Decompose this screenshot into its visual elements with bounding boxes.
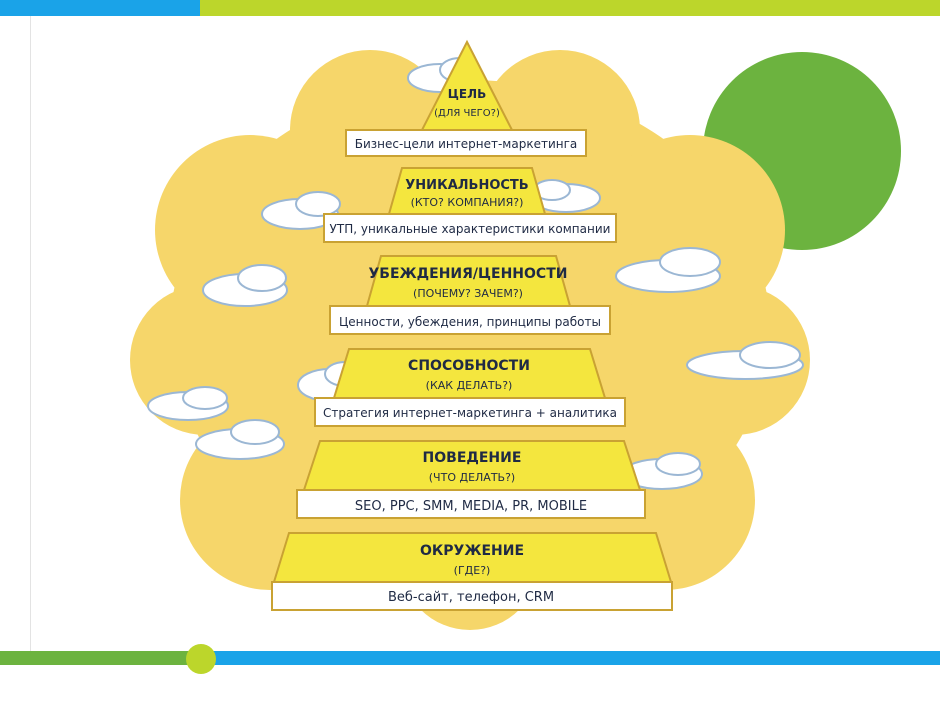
pyramid-level-1: ЦЕЛЬ (ДЛЯ ЧЕГО?) Бизнес-цели интернет-ма… <box>345 39 587 157</box>
level-title: ЦЕЛЬ <box>448 87 486 101</box>
cloud-2 <box>261 191 341 230</box>
cloud-7 <box>147 386 229 421</box>
level-subtitle: (ГДЕ?) <box>454 564 491 577</box>
bottom-green-bar <box>0 651 200 665</box>
top-blue-bar <box>0 0 200 16</box>
cloud-4 <box>202 264 288 307</box>
level-subtitle: (КАК ДЕЛАТЬ?) <box>426 379 513 392</box>
bottom-lime-dot <box>186 644 216 674</box>
level-description: Бизнес-цели интернет-маркетинга <box>355 137 578 151</box>
white-clouds <box>147 57 804 490</box>
pyramid-level-4: СПОСОБНОСТИ (КАК ДЕЛАТЬ?) Стратегия инте… <box>314 348 626 427</box>
level-subtitle: (ДЛЯ ЧЕГО?) <box>434 108 500 119</box>
level-description: Стратегия интернет-маркетинга + аналитик… <box>323 406 617 420</box>
cloud-6 <box>686 341 804 380</box>
top-green-bar <box>200 0 940 16</box>
level-title: ПОВЕДЕНИЕ <box>423 450 522 466</box>
pyramid-level-5: ПОВЕДЕНИЕ (ЧТО ДЕЛАТЬ?) SEO, PPC, SMM, M… <box>296 440 646 519</box>
pyramid-level-6: ОКРУЖЕНИЕ (ГДЕ?) Веб-сайт, телефон, CRM <box>271 532 673 611</box>
level-title: ОКРУЖЕНИЕ <box>420 543 524 559</box>
level-description: Веб-сайт, телефон, CRM <box>388 590 554 605</box>
cloud-3 <box>531 179 601 213</box>
level-subtitle: (КТО? КОМПАНИЯ?) <box>411 196 524 209</box>
level-subtitle: (ПОЧЕМУ? ЗАЧЕМ?) <box>413 287 523 300</box>
pyramid-level-3: УБЕЖДЕНИЯ/ЦЕННОСТИ (ПОЧЕМУ? ЗАЧЕМ?) Ценн… <box>329 255 611 335</box>
level-description: УТП, уникальные характеристики компании <box>330 222 611 236</box>
level-description: Ценности, убеждения, принципы работы <box>339 315 601 329</box>
level-description: SEO, PPC, SMM, MEDIA, PR, MOBILE <box>355 499 587 514</box>
level-subtitle: (ЧТО ДЕЛАТЬ?) <box>429 471 515 484</box>
pyramid-level-2: УНИКАЛЬНОСТЬ (КТО? КОМПАНИЯ?) УТП, уника… <box>323 167 617 243</box>
bottom-blue-bar <box>200 651 940 665</box>
left-divider-line <box>30 16 31 651</box>
level-title: СПОСОБНОСТИ <box>408 358 530 374</box>
cloud-9 <box>195 419 285 460</box>
level-title: УНИКАЛЬНОСТЬ <box>405 178 528 193</box>
level-title: УБЕЖДЕНИЯ/ЦЕННОСТИ <box>369 266 568 282</box>
cloud-5 <box>615 247 721 293</box>
